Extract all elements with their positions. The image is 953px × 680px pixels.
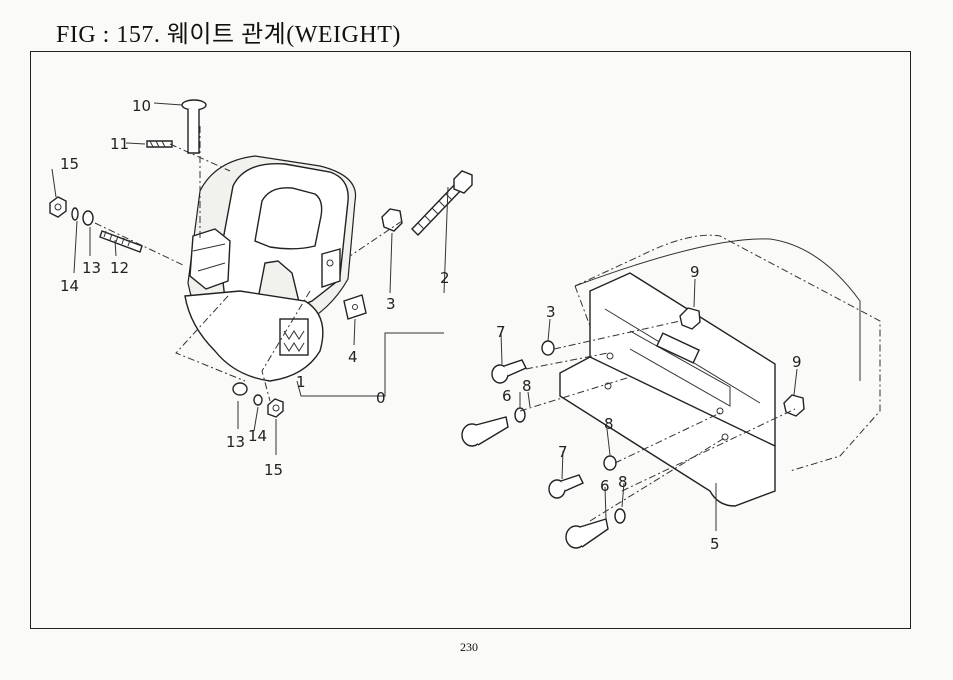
callout-11: 11 (110, 135, 129, 153)
screw-part-11 (146, 140, 173, 148)
plate-part-4 (343, 294, 367, 320)
callout-6-upper: 6 (502, 387, 512, 405)
callout-7-upper: 7 (496, 323, 506, 341)
callout-8-upper: 8 (522, 377, 532, 395)
base-assembly (461, 234, 881, 549)
callout-13-upper: 13 (82, 259, 101, 277)
callout-5: 5 (710, 535, 720, 553)
callout-4: 4 (348, 348, 358, 366)
stud-part-12 (99, 230, 143, 253)
washer-part-8-upper (514, 407, 526, 423)
callout-9-lower: 9 (792, 353, 802, 371)
nut-part-9-lower (783, 394, 805, 417)
callout-14-lower: 14 (248, 427, 267, 445)
bolt-part-2 (411, 170, 473, 237)
callout-6-lower: 6 (600, 477, 610, 495)
parts-diagram: 0 1 2 3 4 10 11 12 13 14 15 13 14 15 3 5… (49, 97, 881, 553)
bolt-part-7-lower (548, 474, 584, 499)
washer-part-3 (541, 340, 555, 356)
callout-15-upper: 15 (60, 155, 79, 173)
nut-part-3 (381, 208, 403, 232)
weight-assembly (49, 99, 473, 455)
callout-13-lower: 13 (226, 433, 245, 451)
callout-15-lower: 15 (264, 461, 283, 479)
bolt-part-7-upper (491, 359, 527, 384)
bracket-part-5 (559, 272, 776, 507)
page-number: 230 (460, 640, 478, 654)
callout-3-right: 3 (546, 303, 556, 321)
callout-14-upper: 14 (60, 277, 79, 295)
callout-10: 10 (132, 97, 151, 115)
callout-2: 2 (440, 269, 450, 287)
washer-part-8-mid (603, 455, 617, 471)
callout-12: 12 (110, 259, 129, 277)
washer-nut-set-upper (49, 196, 94, 226)
weight-body (184, 155, 357, 382)
bolt-part-6-upper (461, 416, 509, 447)
callout-8-lower: 8 (618, 473, 628, 491)
washer-part-8-lower (614, 508, 626, 524)
callout-3-left: 3 (386, 295, 396, 313)
callout-0: 0 (376, 389, 386, 407)
washer-nut-set-lower (232, 382, 284, 418)
callout-1: 1 (296, 373, 306, 391)
figure-title: FIG : 157. 웨이트 관계(WEIGHT) (56, 22, 401, 48)
nut-part-9-upper (679, 307, 701, 330)
callout-9-upper: 9 (690, 263, 700, 281)
pin-part-10 (181, 99, 207, 154)
callout-8-mid: 8 (604, 415, 614, 433)
callout-7-lower: 7 (558, 443, 568, 461)
bolt-part-6-lower (565, 518, 609, 549)
drawing-frame (30, 51, 911, 629)
